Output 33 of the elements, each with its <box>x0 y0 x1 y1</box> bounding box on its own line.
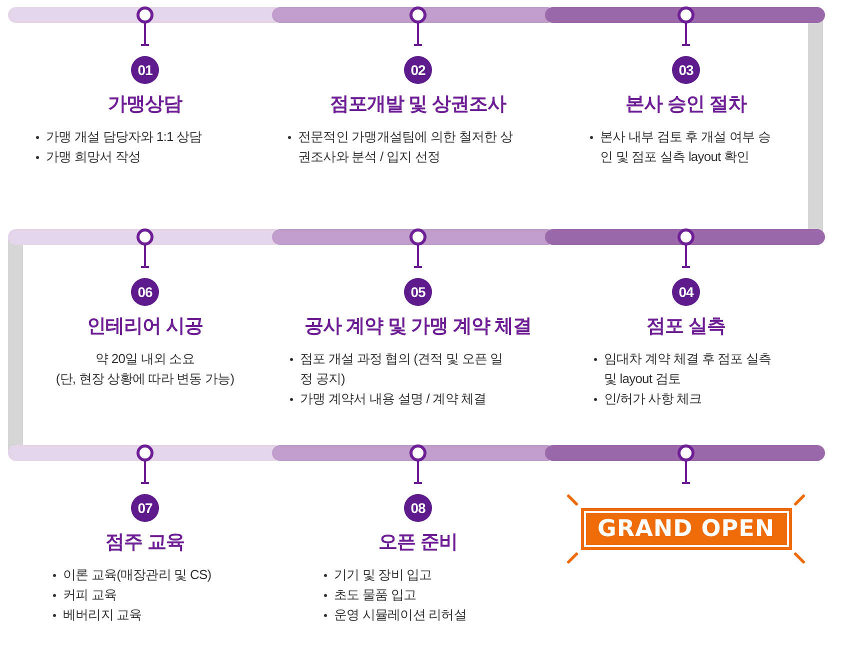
step-number-badge: 01 <box>131 56 159 84</box>
step-number-badge: 06 <box>131 278 159 306</box>
bullet-item: 초도 물품 입고 <box>323 585 553 605</box>
bullet-item: 운영 시뮬레이션 리허설 <box>323 605 553 625</box>
bullet-item: 베버리지 교육 <box>52 605 280 625</box>
bullet-item: 전문적인 가맹개설팀에 의한 철저한 상권조사와 분석 / 입지 선정 <box>287 127 513 167</box>
bullet-item: 인/허가 사항 체크 <box>593 389 781 409</box>
step-title: 점포 실측 <box>646 315 726 339</box>
step-title: 공사 계약 및 가맹 계약 체결 <box>304 315 532 339</box>
step-description: (단, 현장 상황에 따라 변동 가능) <box>54 370 236 388</box>
bullet-item: 임대차 계약 체결 후 점포 실측 및 layout 검토 <box>593 349 781 389</box>
step-number-badge: 07 <box>131 494 159 522</box>
bullet-item: 점포 개설 과정 협의 (견적 및 오픈 일정 공지) <box>289 349 513 389</box>
bullet-item: 기기 및 장비 입고 <box>323 565 553 585</box>
grand-open-sign: GRAND OPEN <box>580 508 792 550</box>
bullet-item: 가맹 개설 담당자와 1:1 상담 <box>35 127 280 147</box>
step-number-badge: 05 <box>404 278 432 306</box>
step-title: 점주 교육 <box>106 531 184 555</box>
step-number-badge: 04 <box>672 278 700 306</box>
bullet-item: 가맹 희망서 작성 <box>35 147 280 167</box>
step-title: 본사 승인 절차 <box>626 93 746 117</box>
step-title: 가맹상담 <box>108 93 182 117</box>
step-title: 점포개발 및 상권조사 <box>330 93 506 117</box>
bullet-item: 본사 내부 검토 후 개설 여부 승인 및 점포 실측 layout 확인 <box>589 127 771 167</box>
bullet-item: 가맹 계약서 내용 설명 / 계약 체결 <box>289 389 513 409</box>
step-number-badge: 08 <box>404 494 432 522</box>
bullet-item: 이론 교육(매장관리 및 CS) <box>52 565 280 585</box>
step-description: 약 20일 내외 소요 <box>94 350 196 368</box>
step-title: 오픈 준비 <box>378 531 458 555</box>
bullet-item: 커피 교육 <box>52 585 280 605</box>
step-number-badge: 03 <box>672 56 700 84</box>
step-title: 인테리어 시공 <box>87 315 203 339</box>
step-number-badge: 02 <box>404 56 432 84</box>
